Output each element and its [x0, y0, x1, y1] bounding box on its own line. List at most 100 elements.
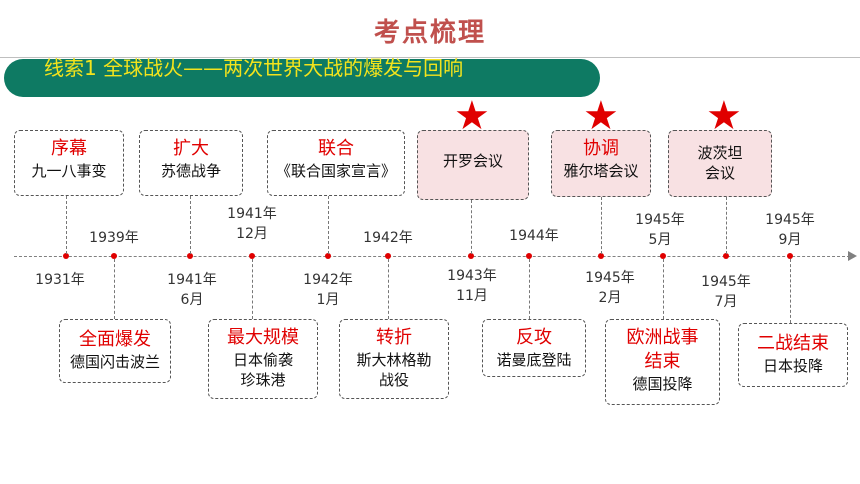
event-detail-line2: 战役 — [378, 371, 409, 389]
date-label: 1945年 5月 — [626, 210, 694, 250]
timeline-dot — [63, 253, 69, 259]
date-year: 1944年 — [509, 228, 559, 244]
date-label: 1942年 — [354, 228, 422, 248]
connector-line — [529, 259, 530, 319]
event-detail: 德国投降 — [632, 375, 693, 393]
date-label: 1942年 1月 — [294, 270, 362, 310]
connector-line — [190, 196, 191, 254]
event-detail: 波茨坦 — [697, 144, 743, 162]
date-month: 11月 — [456, 288, 488, 304]
date-year: 1945年 — [701, 274, 751, 290]
connector-line — [471, 200, 472, 254]
event-box-turning-point: 转折 斯大林格勒 战役 — [339, 319, 449, 399]
timeline-dot — [249, 253, 255, 259]
event-label: 全面爆发 — [79, 329, 151, 350]
timeline-dot — [723, 253, 729, 259]
event-box-war-end: 二战结束 日本投降 — [738, 323, 848, 387]
event-box-counteroffensive: 反攻 诺曼底登陆 — [482, 319, 586, 377]
timeline-dot — [660, 253, 666, 259]
event-detail: 诺曼底登陆 — [496, 351, 572, 369]
connector-line — [328, 196, 329, 254]
event-detail: 雅尔塔会议 — [563, 162, 639, 180]
event-detail: 九一八事变 — [31, 162, 107, 180]
date-label: 1945年 2月 — [576, 268, 644, 308]
connector-line — [663, 259, 664, 319]
date-year: 1945年 — [635, 212, 685, 228]
date-label: 1943年 11月 — [438, 266, 506, 306]
timeline-dot — [526, 253, 532, 259]
connector-line — [66, 196, 67, 254]
date-month: 12月 — [236, 226, 268, 242]
event-box-europe-war-end: 欧洲战事 结束 德国投降 — [605, 319, 720, 405]
event-label: 序幕 — [51, 138, 87, 159]
timeline-dot — [468, 253, 474, 259]
date-month: 5月 — [648, 232, 672, 248]
star-icon: ★ — [583, 93, 619, 139]
timeline-arrow — [848, 251, 857, 261]
event-label: 协调 — [583, 138, 619, 159]
event-label: 最大规模 — [227, 327, 299, 348]
connector-line — [726, 197, 727, 254]
connector-line — [388, 259, 389, 319]
connector-line — [601, 197, 602, 254]
event-box-expansion: 扩大 苏德战争 — [139, 130, 243, 196]
event-label: 联合 — [318, 138, 354, 159]
event-label: 反攻 — [516, 327, 552, 348]
date-year: 1941年 — [167, 272, 217, 288]
date-month: 6月 — [180, 292, 204, 308]
event-box-potsdam-conference: 波茨坦 会议 — [668, 130, 772, 197]
event-label-line2: 结束 — [644, 351, 681, 372]
event-box-yalta-conference: 协调 雅尔塔会议 — [551, 130, 651, 197]
date-label: 1941年 12月 — [220, 204, 284, 244]
star-icon: ★ — [706, 93, 742, 139]
date-label: 1941年 6月 — [158, 270, 226, 310]
date-year: 1931年 — [35, 272, 85, 288]
star-icon: ★ — [454, 93, 490, 139]
event-label: 二战结束 — [757, 333, 829, 354]
event-box-full-outbreak: 全面爆发 德国闪击波兰 — [59, 319, 171, 383]
event-label: 欧洲战事 — [626, 327, 699, 348]
timeline-dot — [325, 253, 331, 259]
date-label: 1945年 7月 — [692, 272, 760, 312]
event-detail: 开罗会议 — [442, 152, 503, 170]
event-box-largest-scale: 最大规模 日本偷袭 珍珠港 — [208, 319, 318, 399]
event-detail: 德国闪击波兰 — [69, 353, 160, 371]
date-label: 1945年 9月 — [756, 210, 824, 250]
date-month: 2月 — [598, 290, 622, 306]
timeline-dot — [598, 253, 604, 259]
event-detail: 斯大林格勒 — [356, 351, 432, 369]
event-detail: 日本偷袭 — [232, 351, 293, 369]
date-month: 9月 — [778, 232, 802, 248]
title-divider — [0, 57, 860, 58]
date-year: 1942年 — [363, 230, 413, 246]
date-label: 1939年 — [80, 228, 148, 248]
connector-line — [252, 259, 253, 319]
page-title: 考点梳理 — [373, 18, 486, 48]
timeline-dot — [111, 253, 117, 259]
timeline-dot — [787, 253, 793, 259]
timeline-axis — [14, 256, 850, 257]
event-detail: 日本投降 — [762, 357, 823, 375]
date-year: 1941年 — [227, 206, 277, 222]
timeline-dot — [187, 253, 193, 259]
date-label: 1931年 — [28, 270, 92, 290]
event-detail-line2: 珍珠港 — [240, 371, 286, 389]
timeline-dot — [385, 253, 391, 259]
date-year: 1942年 — [303, 272, 353, 288]
event-label: 扩大 — [173, 138, 209, 159]
event-detail-line2: 会议 — [704, 164, 735, 182]
date-year: 1943年 — [447, 268, 497, 284]
date-label: 1944年 — [500, 226, 568, 246]
event-label: 转折 — [376, 327, 412, 348]
date-month: 7月 — [714, 294, 738, 310]
event-box-cairo-conference: 开罗会议 — [417, 130, 529, 200]
event-box-prelude: 序幕 九一八事变 — [14, 130, 124, 196]
date-month: 1月 — [316, 292, 340, 308]
date-year: 1945年 — [585, 270, 635, 286]
topic-banner-text: 线索1 全球战火——两次世界大战的爆发与回响 — [44, 56, 464, 80]
event-detail: 苏德战争 — [160, 162, 221, 180]
event-box-alliance: 联合 《联合国家宣言》 — [267, 130, 405, 196]
date-year: 1939年 — [89, 230, 139, 246]
date-year: 1945年 — [765, 212, 815, 228]
event-detail: 《联合国家宣言》 — [275, 162, 396, 180]
